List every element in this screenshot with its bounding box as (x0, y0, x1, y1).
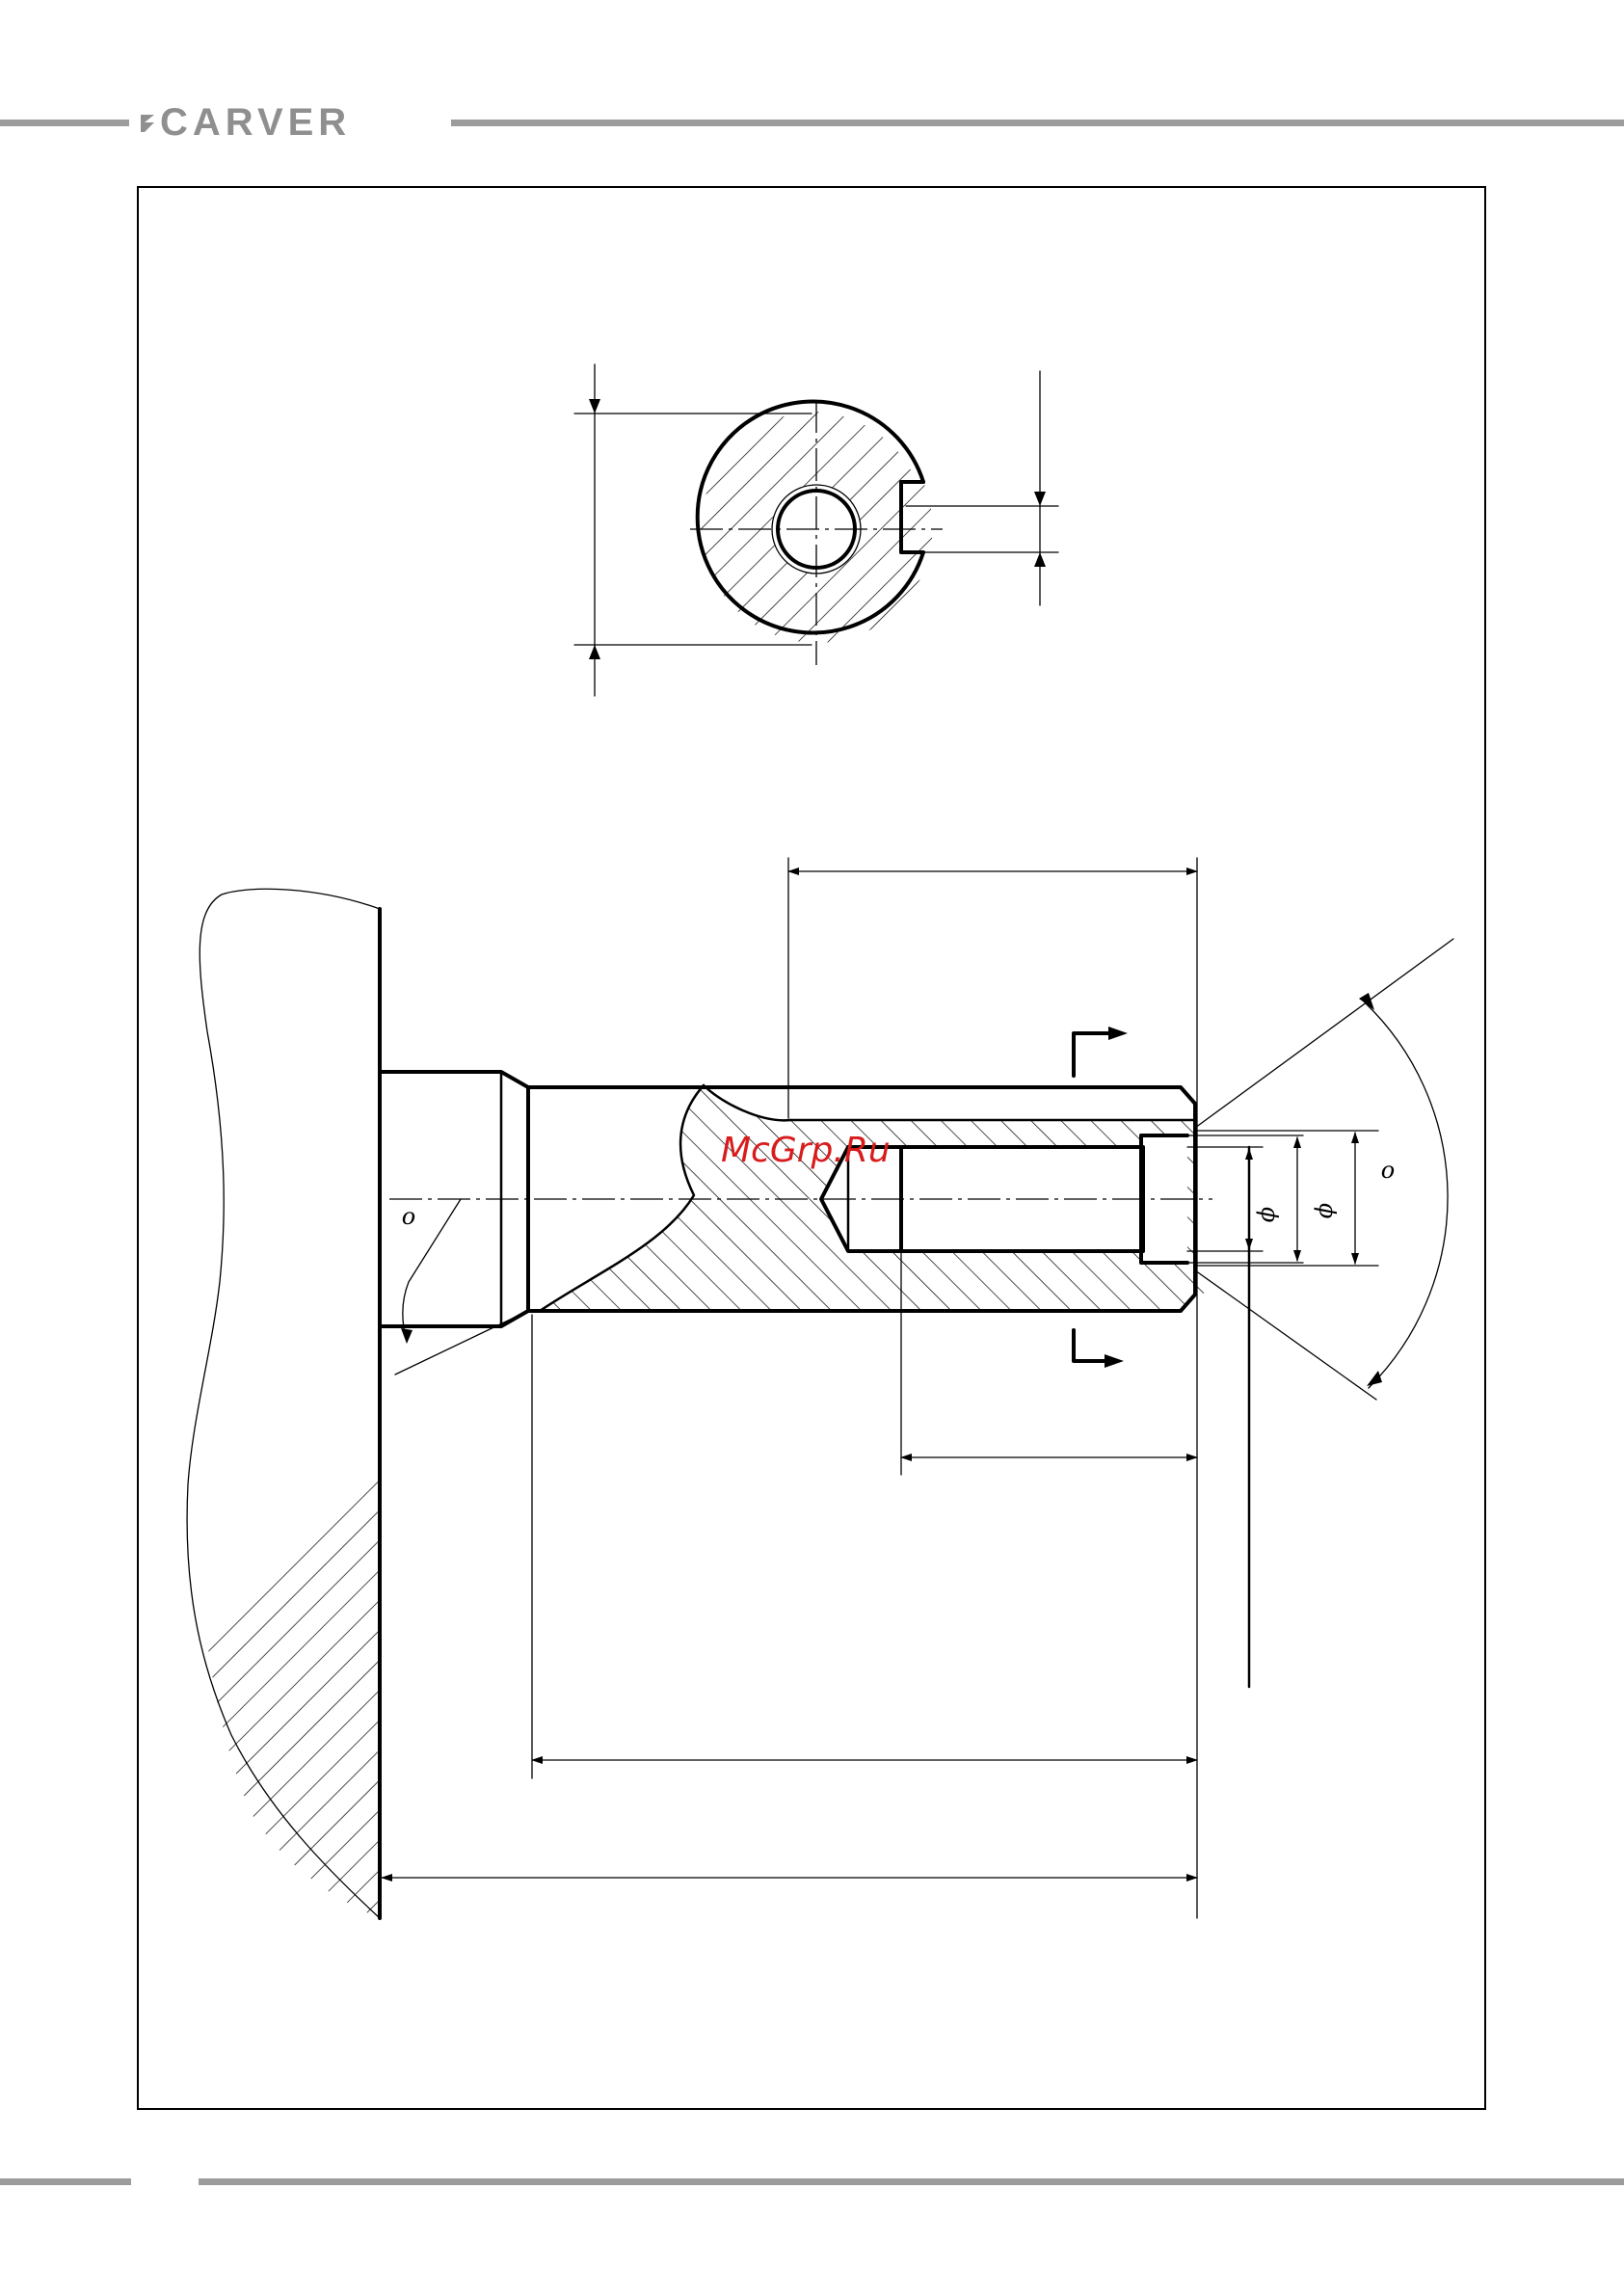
arrow-icon (1034, 552, 1046, 567)
header-rule-right (451, 120, 1624, 126)
angle-leg-lower (1195, 1270, 1376, 1400)
brand-mark-icon (141, 115, 154, 132)
section-view (574, 364, 1058, 696)
brand-logo: CARVER (141, 101, 351, 144)
angle-leg-upper (1195, 939, 1453, 1128)
watermark: McGrp.Ru (721, 1131, 891, 1170)
arrow-icon (589, 399, 600, 414)
footer (0, 2178, 1624, 2185)
housing-hatch (206, 1470, 380, 1918)
diameter-symbol: ϕ (1311, 1203, 1338, 1218)
arrow-icon (1105, 1354, 1124, 1368)
neck-angle-leg (395, 1311, 528, 1375)
section-marker-bottom (1074, 1330, 1106, 1361)
arrow-icon (1359, 993, 1374, 1010)
arrow-icon (1108, 1027, 1128, 1040)
arrow-icon (1367, 1371, 1382, 1386)
arrow-icon (1034, 492, 1046, 506)
angle-arc (1365, 1002, 1448, 1388)
footer-rule-left (0, 2178, 131, 2185)
shaft-view: ϕ ϕ o o (187, 858, 1453, 1918)
degree-symbol: o (1381, 1157, 1395, 1184)
header: CARVER (0, 101, 1624, 144)
arrow-icon (589, 645, 600, 659)
header-rule-left (0, 120, 129, 126)
diameter-symbol: ϕ (1253, 1207, 1280, 1222)
footer-rule-right (199, 2178, 1624, 2185)
arrow-icon (401, 1328, 413, 1344)
degree-symbol: o (402, 1203, 415, 1230)
section-marker-top (1074, 1033, 1110, 1076)
brand-name: CARVER (160, 101, 351, 144)
